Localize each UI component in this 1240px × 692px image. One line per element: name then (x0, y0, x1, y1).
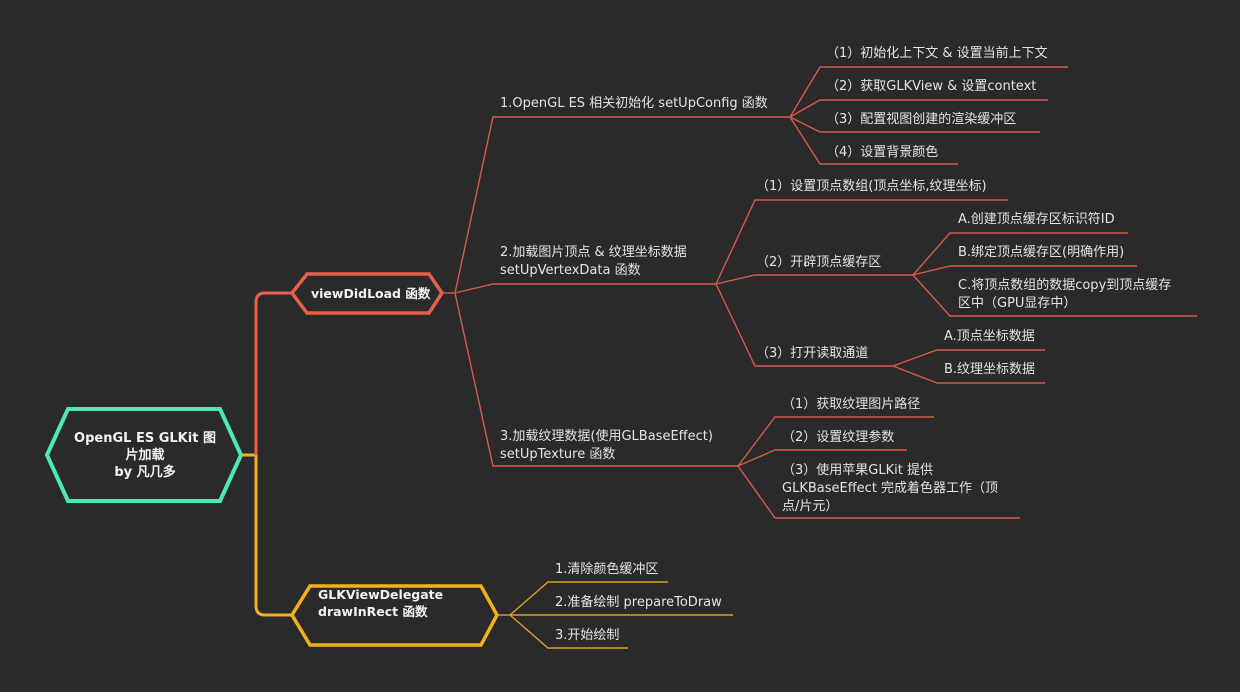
root-title-line2: 片加载 (125, 447, 165, 463)
topic-texture-3-line2: GLKBaseEffect 完成着色器工作（顶 (782, 481, 999, 496)
topic-config-1-label: （1）初始化上下文 & 设置当前上下文 (826, 46, 1048, 61)
topic-vertex-3-label: （3）打开读取通道 (756, 346, 869, 361)
topic-setuptexture-line1: 3.加载纹理数据(使用GLBaseEffect) (500, 429, 713, 444)
topic-buffer-b-label: B.绑定顶点缓存区(明确作用) (958, 245, 1125, 260)
viewdidload-node-shape[interactable] (289, 272, 445, 315)
topic-setupconfig-label: 1.OpenGL ES 相关初始化 setUpConfig 函数 (500, 96, 768, 111)
glkviewdelegate-node-shape[interactable] (289, 584, 499, 647)
topic-config-2[interactable]: （2）获取GLKView & 设置context (826, 78, 1036, 96)
topic-texture-2[interactable]: （2）设置纹理参数 (782, 429, 894, 447)
topic-texture-1-label: （1）获取纹理图片路径 (782, 397, 921, 412)
topic-texture-1[interactable]: （1）获取纹理图片路径 (782, 396, 920, 414)
topic-attrib-b[interactable]: B.纹理坐标数据 (944, 361, 1035, 379)
glkviewdelegate-label-line1: GLKViewDelegate (318, 587, 444, 602)
topic-setupvertexdata-line2: setUpVertexData 函数 (500, 263, 641, 278)
topic-setupvertexdata[interactable]: 2.加载图片顶点 & 纹理坐标数据 setUpVertexData 函数 (500, 244, 687, 280)
topic-draw-3-label: 3.开始绘制 (555, 628, 620, 643)
topic-buffer-c-line1: C.将顶点数组的数据copy到顶点缓存 (958, 278, 1172, 293)
topic-setuptexture-line2: setUpTexture 函数 (500, 447, 616, 462)
topic-draw-2-label: 2.准备绘制 prepareToDraw (555, 595, 722, 610)
topic-buffer-c-line2: 区中（GPU显存中） (958, 296, 1077, 311)
topic-vertex-3[interactable]: （3）打开读取通道 (756, 345, 868, 363)
topic-buffer-a-label: A.创建顶点缓存区标识符ID (958, 212, 1115, 227)
glkviewdelegate-label-line2: drawInRect 函数 (318, 604, 428, 619)
topic-draw-3[interactable]: 3.开始绘制 (555, 627, 619, 645)
topic-texture-2-label: （2）设置纹理参数 (782, 430, 895, 445)
root-author: by 凡几多 (114, 464, 176, 480)
topic-config-4-label: （4）设置背景颜色 (826, 145, 939, 160)
topic-vertex-2-label: （2）开辟顶点缓存区 (756, 255, 882, 270)
topic-draw-1[interactable]: 1.清除颜色缓冲区 (555, 561, 658, 579)
topic-buffer-b[interactable]: B.绑定顶点缓存区(明确作用) (958, 244, 1124, 262)
topic-setupvertexdata-line1: 2.加载图片顶点 & 纹理坐标数据 (500, 245, 687, 260)
topic-buffer-c[interactable]: C.将顶点数组的数据copy到顶点缓存 区中（GPU显存中） (958, 277, 1171, 313)
topic-config-4[interactable]: （4）设置背景颜色 (826, 144, 938, 162)
topic-vertex-1[interactable]: （1）设置顶点数组(顶点坐标,纹理坐标) (756, 178, 987, 196)
topic-config-3[interactable]: （3）配置视图创建的渲染缓冲区 (826, 111, 1016, 129)
topic-texture-3-line3: 点/片元） (782, 499, 839, 514)
topic-config-2-label: （2）获取GLKView & 设置context (826, 79, 1037, 94)
topic-config-1[interactable]: （1）初始化上下文 & 设置当前上下文 (826, 45, 1048, 63)
viewdidload-label: viewDidLoad 函数 (311, 286, 431, 301)
topic-draw-1-label: 1.清除颜色缓冲区 (555, 562, 659, 577)
topic-setuptexture[interactable]: 3.加载纹理数据(使用GLBaseEffect) setUpTexture 函数 (500, 428, 713, 464)
topic-buffer-a[interactable]: A.创建顶点缓存区标识符ID (958, 211, 1115, 229)
topic-vertex-1-label: （1）设置顶点数组(顶点坐标,纹理坐标) (756, 179, 987, 194)
topic-texture-3[interactable]: （3）使用苹果GLKit 提供 GLKBaseEffect 完成着色器工作（顶 … (782, 462, 998, 516)
topic-attrib-b-label: B.纹理坐标数据 (944, 362, 1036, 377)
topic-setupconfig[interactable]: 1.OpenGL ES 相关初始化 setUpConfig 函数 (500, 95, 768, 113)
viewdidload-node[interactable]: viewDidLoad 函数 (311, 274, 431, 313)
root-node[interactable]: OpenGL ES GLKit 图 片加载 by 凡几多 (70, 409, 220, 501)
topic-attrib-a-label: A.顶点坐标数据 (944, 329, 1035, 344)
topic-config-3-label: （3）配置视图创建的渲染缓冲区 (826, 112, 1017, 127)
root-node-shape[interactable] (44, 407, 244, 503)
topic-texture-3-line1: （3）使用苹果GLKit 提供 (782, 463, 933, 478)
topic-draw-2[interactable]: 2.准备绘制 prepareToDraw (555, 594, 722, 612)
glkviewdelegate-node[interactable]: GLKViewDelegate drawInRect 函数 (318, 586, 483, 645)
topic-attrib-a[interactable]: A.顶点坐标数据 (944, 328, 1035, 346)
root-title-line1: OpenGL ES GLKit 图 (74, 430, 216, 446)
topic-vertex-2[interactable]: （2）开辟顶点缓存区 (756, 254, 881, 272)
